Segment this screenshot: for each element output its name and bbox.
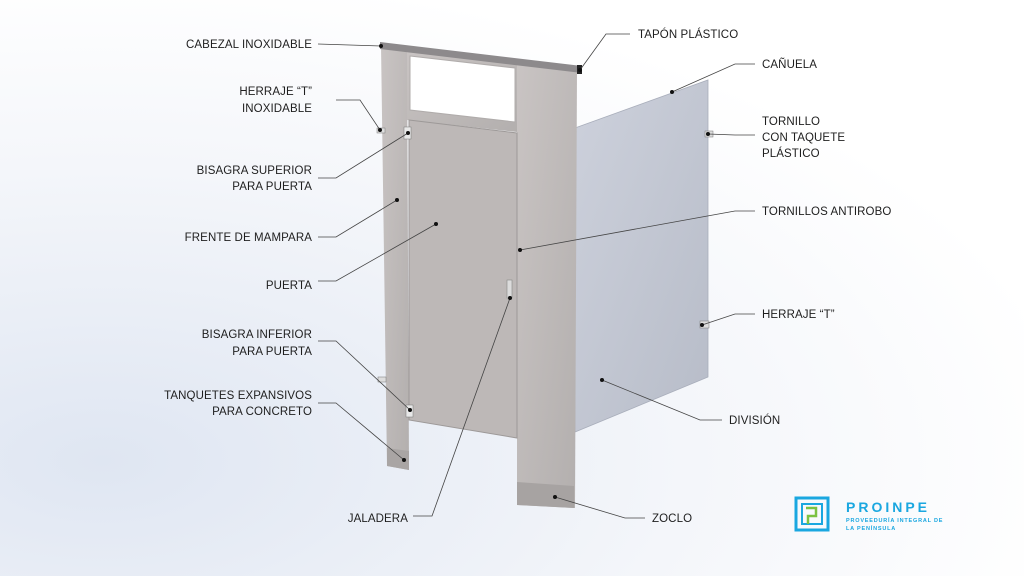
label-tapon: TAPÓN PLÁSTICO: [638, 28, 738, 41]
label-tanquetes-line1: TANQUETES EXPANSIVOS: [164, 390, 312, 402]
transom-opening: [409, 55, 516, 123]
label-zoclo: ZOCLO: [652, 513, 692, 525]
label-bisagra-superior-line1: BISAGRA SUPERIOR: [197, 165, 312, 177]
label-herraje-t: HERRAJE “T”: [762, 309, 835, 321]
label-tanquetes-line2: PARA CONCRETO: [212, 406, 312, 418]
right-pilaster: [517, 60, 577, 508]
left-shoe: [387, 448, 409, 470]
label-frente: FRENTE DE MAMPARA: [185, 232, 313, 244]
label-tornillo-line2: CON TAQUETE: [762, 132, 845, 144]
t-bracket-left-bottom: [377, 376, 387, 383]
label-bisagra-inferior-line2: PARA PUERTA: [232, 346, 312, 358]
door: [408, 119, 518, 439]
brand-tagline-line2: LA PENÍNSULA: [846, 524, 896, 532]
label-jaladera: JALADERA: [348, 513, 408, 525]
division-panel: [574, 79, 709, 433]
label-puerta: PUERTA: [266, 280, 312, 292]
label-division: DIVISIÓN: [729, 414, 780, 427]
label-antirobo: TORNILLOS ANTIROBO: [762, 206, 891, 218]
zoclo-shoe: [517, 482, 574, 508]
label-tornillo-line3: PLÁSTICO: [762, 147, 820, 160]
leader-lines: [317, 33, 755, 519]
proinpe-logo: PROINPE PROVEEDURÍA INTEGRAL DE LA PENÍN…: [794, 496, 943, 532]
label-herraje-t-inox-line1: HERRAJE “T”: [239, 86, 312, 98]
label-canuela: CAÑUELA: [762, 58, 817, 71]
header-bar: [380, 42, 582, 73]
label-cabezal: CABEZAL INOXIDABLE: [186, 39, 312, 51]
left-pilaster: [381, 45, 409, 470]
door-handle: [506, 279, 513, 299]
label-herraje-t-inox-line2: INOXIDABLE: [242, 103, 312, 115]
brand-name: PROINPE: [846, 499, 930, 515]
label-bisagra-superior-line2: PARA PUERTA: [232, 181, 312, 193]
label-bisagra-inferior-line1: BISAGRA INFERIOR: [202, 329, 312, 341]
label-tornillo-line1: TORNILLO: [762, 116, 820, 128]
brand-tagline-line1: PROVEEDURÍA INTEGRAL DE: [846, 516, 943, 524]
